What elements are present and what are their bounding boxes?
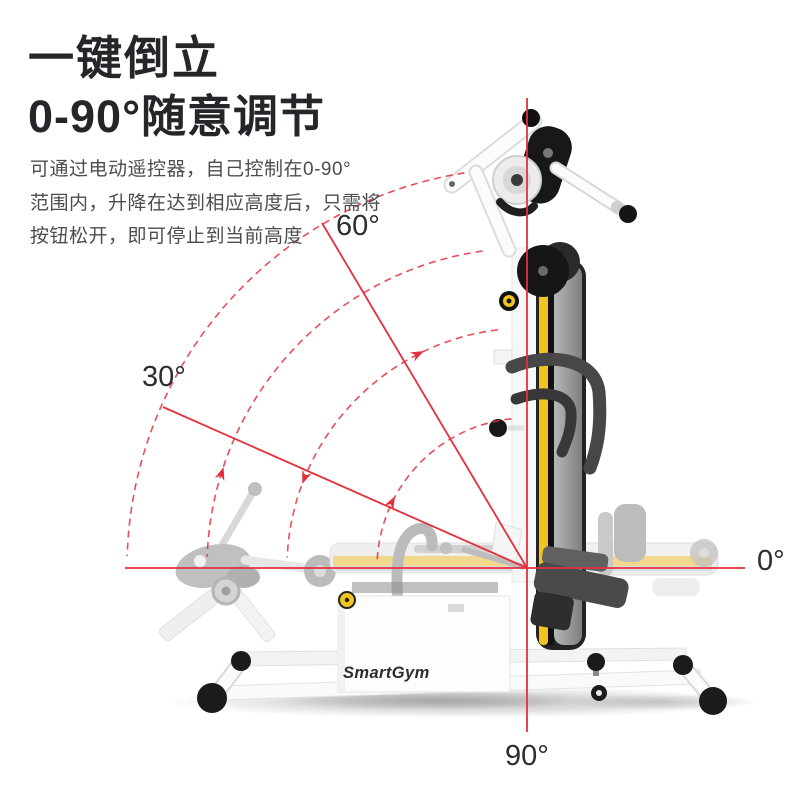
lock-knob: [506, 298, 512, 304]
machine-main: [197, 109, 727, 715]
rubber-foot: [231, 651, 251, 671]
ghost-handlebar: [391, 522, 438, 610]
machine-pivot-hinge: [461, 521, 629, 631]
line-30deg: [162, 406, 528, 569]
rubber-foot: [673, 655, 693, 675]
description-line: 可通过电动遥控器，自己控制在0-90°: [30, 159, 352, 180]
adjust-knob: [587, 653, 605, 671]
description-line: 范围内，升降在达到相应高度后，只需将: [30, 192, 382, 214]
page-title-line1: 一键倒立: [28, 32, 220, 84]
line-60deg: [321, 222, 528, 569]
arc-arrow: [409, 351, 424, 362]
machine-handlebar: [505, 352, 607, 475]
ghost-slide-rack: [352, 582, 498, 593]
page-title-line2: 0-90°随意调节: [28, 91, 326, 142]
arc-arrow: [214, 467, 225, 482]
machine-top-ankle-assembly: [443, 109, 637, 297]
pull-pin-knob: [489, 419, 507, 437]
angle-label-30: 30°: [142, 361, 186, 393]
description-paragraph: 可通过电动遥控器，自己控制在0-90° 范围内，升降在达到相应高度后，只需将 按…: [30, 153, 381, 254]
rotation-arcs: [126, 172, 512, 561]
rubber-foot: [699, 687, 727, 715]
arc-arrow: [302, 469, 312, 484]
angle-label-90: 90°: [505, 740, 549, 772]
angle-label-60: 60°: [336, 210, 380, 242]
arc-arrow: [384, 496, 395, 511]
angle-annotation: [125, 98, 745, 732]
brand-logo: SmartGym: [343, 664, 430, 682]
handle-ball-knob: [619, 205, 637, 223]
ghost-bench-left: [304, 522, 517, 610]
description-line: 按钮松开，即可停止到当前高度: [30, 226, 304, 247]
angle-label-0: 0°: [757, 545, 785, 577]
ghost-ankle-assembly: [158, 482, 323, 642]
rubber-foot: [197, 683, 227, 713]
machine-motor-box: [337, 591, 511, 693]
arc-arrows: [214, 351, 424, 511]
ghost-seat-pad: [614, 504, 646, 562]
